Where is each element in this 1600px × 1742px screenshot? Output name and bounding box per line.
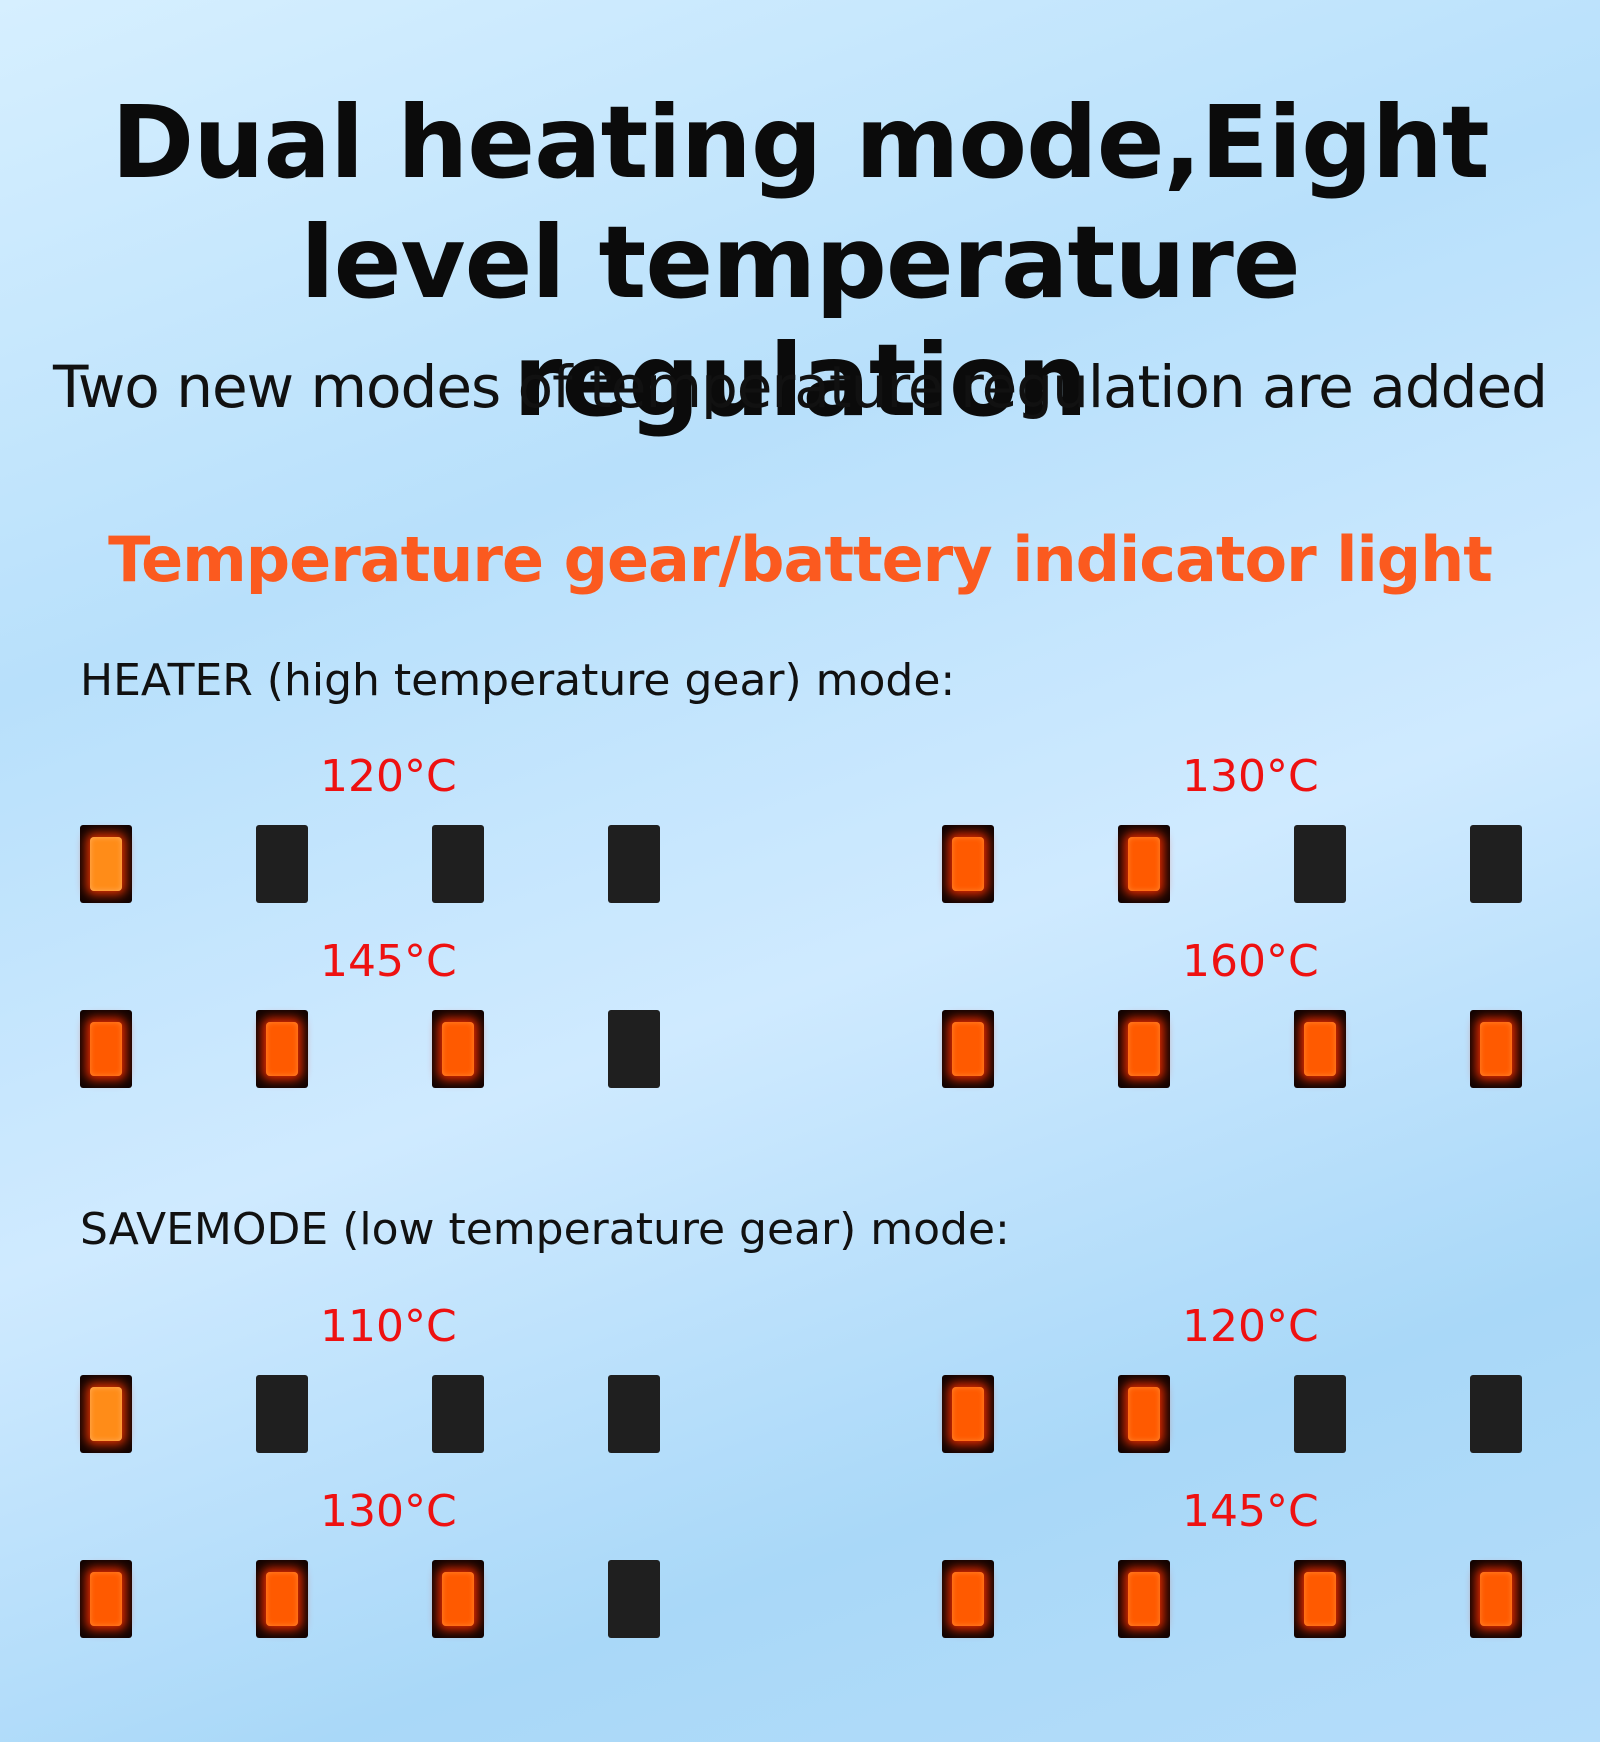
indicator-light-1	[942, 825, 994, 903]
temperature-label: 160°C	[1182, 936, 1319, 987]
headline-line-1: Dual heating mode,Eight	[111, 84, 1489, 201]
temperature-label: 145°C	[320, 936, 457, 987]
indicator-light-4	[608, 1010, 660, 1088]
indicator-light-2	[1118, 825, 1170, 903]
indicator-light-2	[1118, 1375, 1170, 1453]
savemode-level-4: 145°C	[942, 1485, 1562, 1655]
headline-line-2: level temperature regulation	[300, 204, 1300, 439]
indicator-light-1	[80, 1560, 132, 1638]
indicator-light-4	[608, 1375, 660, 1453]
heater-mode-label: HEATER (high temperature gear) mode:	[80, 655, 956, 706]
indicator-light-1	[942, 1375, 994, 1453]
indicator-light-2	[1118, 1560, 1170, 1638]
indicator-light-3	[1294, 1560, 1346, 1638]
indicator-light-4	[1470, 825, 1522, 903]
indicator-light-3	[1294, 1010, 1346, 1088]
indicator-light-1	[80, 1375, 132, 1453]
indicator-light-1	[80, 1010, 132, 1088]
heater-level-2: 130°C	[942, 750, 1562, 920]
subtitle: Two new modes of temperature regulation …	[53, 353, 1548, 421]
indicator-light-3	[1294, 825, 1346, 903]
indicator-light-2	[256, 825, 308, 903]
indicator-light-4	[1470, 1375, 1522, 1453]
indicator-light-3	[432, 1560, 484, 1638]
indicator-light-4	[608, 1560, 660, 1638]
savemode-level-1: 110°C	[80, 1300, 700, 1470]
indicator-light-3	[432, 825, 484, 903]
temperature-label: 145°C	[1182, 1486, 1319, 1537]
heater-level-3: 145°C	[80, 935, 700, 1105]
temperature-label: 110°C	[320, 1301, 457, 1352]
indicator-light-1	[942, 1560, 994, 1638]
indicator-light-2	[1118, 1010, 1170, 1088]
heater-level-4: 160°C	[942, 935, 1562, 1105]
savemode-label: SAVEMODE (low temperature gear) mode:	[80, 1204, 1010, 1255]
temperature-label: 120°C	[1182, 1301, 1319, 1352]
indicator-light-4	[608, 825, 660, 903]
heater-level-1: 120°C	[80, 750, 700, 920]
savemode-level-2: 120°C	[942, 1300, 1562, 1470]
temperature-label: 130°C	[1182, 751, 1319, 802]
indicator-light-3	[432, 1375, 484, 1453]
indicator-light-4	[1470, 1560, 1522, 1638]
temperature-label: 130°C	[320, 1486, 457, 1537]
indicator-light-3	[432, 1010, 484, 1088]
savemode-level-3: 130°C	[80, 1485, 700, 1655]
indicator-light-2	[256, 1560, 308, 1638]
temperature-label: 120°C	[320, 751, 457, 802]
indicator-light-3	[1294, 1375, 1346, 1453]
indicator-light-2	[256, 1010, 308, 1088]
indicator-light-1	[80, 825, 132, 903]
indicator-light-1	[942, 1010, 994, 1088]
indicator-light-4	[1470, 1010, 1522, 1088]
indicator-section-heading: Temperature gear/battery indicator light	[108, 523, 1493, 596]
indicator-light-2	[256, 1375, 308, 1453]
